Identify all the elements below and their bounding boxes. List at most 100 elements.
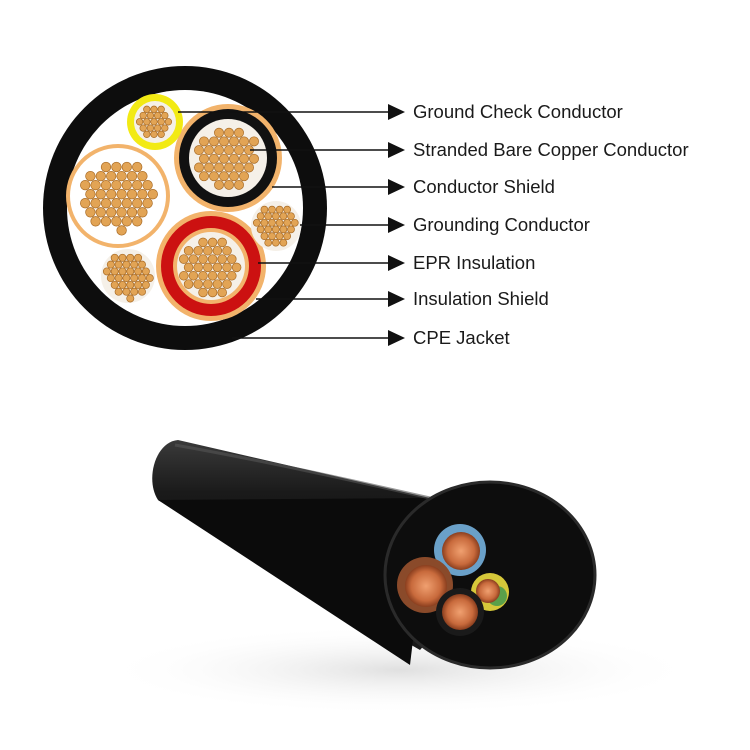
copper-strand (90, 179, 101, 191)
copper-strand (118, 253, 127, 262)
copper-strand (126, 280, 135, 289)
copper-strand (134, 280, 143, 289)
copper-strand (106, 170, 117, 182)
copper-strand (126, 267, 135, 276)
copper-strand (85, 189, 96, 200)
copper-strand (164, 118, 173, 126)
copper-strand (207, 287, 218, 298)
copper-strand (203, 245, 213, 256)
copper-strand (271, 238, 280, 247)
cable-highlight (174, 443, 431, 500)
copper-strand (141, 280, 150, 289)
copper-strand (234, 127, 244, 138)
copper-strand (219, 171, 229, 182)
copper-strand (204, 145, 214, 156)
copper-strand (110, 253, 119, 262)
copper-strand (138, 274, 146, 283)
copper-strand (212, 262, 223, 273)
copper-strand (143, 118, 151, 126)
arrow-heads (388, 104, 405, 346)
copper-strand (252, 218, 261, 227)
copper-strand (217, 287, 227, 298)
copper-strand (199, 153, 209, 164)
copper-strand (194, 162, 204, 173)
copper-strand (194, 145, 204, 156)
copper-strand (134, 267, 143, 276)
copper-strand (271, 212, 280, 221)
leader-lines (178, 111, 390, 339)
copper-strand (290, 218, 299, 227)
copper-strand (239, 136, 249, 147)
copper-strand (80, 198, 91, 209)
copper-strand (106, 189, 117, 200)
copper-strand (118, 267, 127, 276)
copper-strand (203, 279, 213, 289)
copper-strand (283, 205, 292, 214)
arrow-right-icon (388, 255, 405, 271)
copper-strand (256, 212, 265, 221)
copper-strand (222, 245, 232, 256)
copper-strand (114, 274, 123, 283)
copper-strand (212, 245, 223, 256)
copper-strand (100, 161, 112, 173)
copper-strand (244, 162, 254, 173)
copper-strand (135, 118, 144, 126)
copper-strand (214, 145, 224, 156)
copper-strand (111, 216, 122, 227)
copper-strand (204, 162, 214, 173)
copper-strand (214, 127, 224, 138)
copper-strand (239, 171, 249, 182)
copper-strand (116, 170, 127, 182)
copper-strand (121, 216, 132, 227)
copper-strand (100, 179, 112, 191)
copper-strand (111, 198, 122, 209)
copper-strand (95, 170, 106, 182)
copper-strand (90, 198, 101, 209)
copper-strand (106, 274, 115, 283)
copper-strand (121, 198, 132, 209)
copper-strand (193, 279, 203, 289)
copper-strand (150, 105, 158, 113)
copper-strand (287, 212, 295, 221)
copper-strand (100, 216, 112, 227)
copper-strand (126, 170, 138, 182)
arrow-right-icon (388, 330, 405, 346)
copper-strand (146, 124, 155, 132)
copper-strand (217, 254, 227, 264)
copper-strand (179, 271, 189, 281)
copper-strand (137, 170, 148, 182)
copper-strand (161, 111, 169, 120)
copper-strand (207, 271, 218, 281)
copper-strand (111, 161, 122, 173)
copper-strand (126, 189, 138, 200)
copper-strand (142, 179, 153, 191)
arrow-right-icon (388, 291, 405, 307)
copper-strand (110, 280, 119, 289)
copper-strand (122, 260, 131, 269)
end-conductor-blue-copper (442, 532, 480, 570)
copper-strand (114, 260, 123, 269)
copper-strand (188, 254, 199, 264)
copper-strand (260, 205, 269, 214)
copper-strand (132, 161, 143, 173)
cable-end-face-rim (383, 480, 597, 670)
copper-strand (143, 130, 151, 138)
copper-strand (150, 130, 158, 138)
copper-strand (132, 216, 143, 227)
grounding-conductor-left (102, 253, 154, 303)
copper-strand (130, 287, 139, 296)
cable-jacket-body-lower (158, 498, 430, 665)
copper-strand (193, 245, 203, 256)
copper-strand (229, 171, 239, 182)
copper-strand (198, 271, 208, 281)
label-stranded-bare-copper-conductor: Stranded Bare Copper Conductor (413, 139, 689, 160)
stranded-bare-copper-conductor-bottom (179, 237, 242, 298)
copper-strand (229, 136, 239, 147)
copper-strand (275, 205, 284, 214)
copper-strand (224, 145, 234, 156)
copper-strand (209, 153, 219, 164)
copper-strand (142, 198, 153, 209)
copper-strand (153, 111, 162, 120)
copper-strand (122, 274, 131, 283)
copper-strand (260, 232, 269, 240)
